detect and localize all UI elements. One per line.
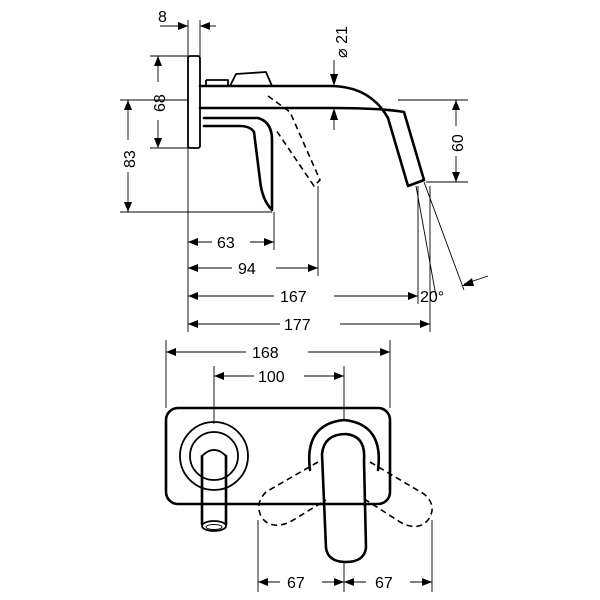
dim-spout-drop: 60 [450,134,467,152]
mixer-rosette [307,418,381,472]
lever-dashed-right [365,461,433,528]
dim-plate-width: 168 [252,345,279,362]
front-view: 168 100 67 67 [164,340,433,592]
handle-base [205,79,229,86]
spout-outlet [201,520,227,532]
dim-center-distance: 100 [258,369,285,386]
dim-height-upper: 68 [152,94,169,112]
cover-plate [164,406,392,506]
wall-flange [187,55,201,149]
dim-angle: 20° [420,289,444,306]
dim-swing-left: 67 [287,575,305,592]
dim-len-167: 167 [280,289,307,306]
dim-len-63: 63 [217,235,235,252]
lever-dashed [267,95,321,188]
dim-swing-right: 67 [375,575,393,592]
dim-height-total: 83 [122,150,139,168]
lever-front-solid [320,432,368,564]
spout-body [198,84,426,188]
spout-rosette-inner [189,431,239,481]
dim-len-177: 177 [284,317,311,334]
dim-len-94: 94 [238,261,256,278]
side-view: 8 ⌀ 21 68 83 60 [120,9,489,334]
dim-outlet-diameter: ⌀ 21 [334,26,351,58]
spout-front [200,454,228,526]
handle-top [229,71,273,87]
dim-flange-thickness: 8 [158,9,167,26]
lever-solid [202,116,274,212]
lever-dashed-left [258,461,327,526]
